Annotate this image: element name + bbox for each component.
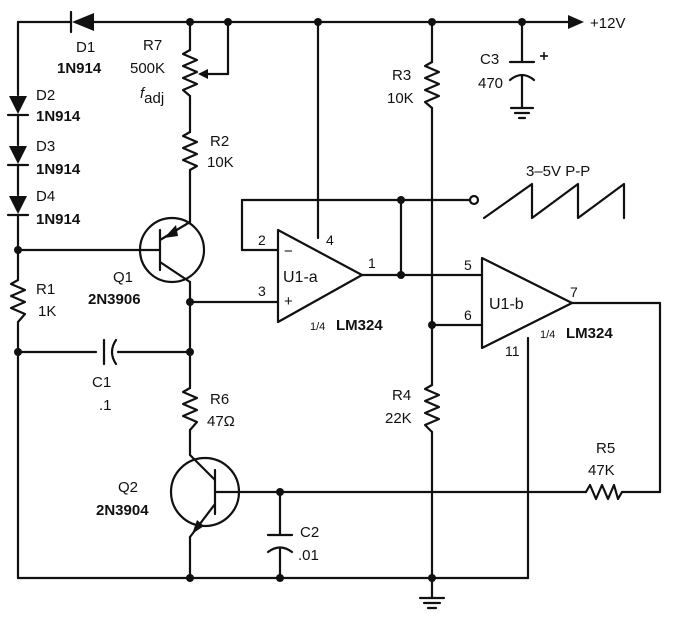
diode-d2 (6, 96, 30, 117)
resistor-r1 (9, 278, 27, 324)
d2-ref: D2 (36, 87, 55, 104)
capacitor-c3 (508, 52, 548, 82)
c3-ref: C3 (480, 51, 499, 68)
ground-main (418, 596, 446, 610)
capacitor-c2 (266, 533, 294, 554)
opamp-u1a (276, 228, 364, 324)
q2-part: 2N3904 (96, 502, 149, 519)
transistor-q1 (138, 216, 206, 284)
r3-value: 10K (387, 90, 414, 107)
u1a-pin-out: 1 (368, 255, 376, 271)
r7-note: fadj (140, 85, 164, 107)
output-terminal (468, 194, 480, 206)
diode-d1 (69, 10, 94, 34)
r7-value: 500K (130, 60, 165, 77)
u1b-part: LM324 (566, 325, 613, 342)
u1a-pin-noninv: 3 (258, 283, 266, 299)
d3-part: 1N914 (36, 161, 81, 178)
d3-ref: D3 (36, 138, 55, 155)
transistor-q2 (169, 453, 241, 539)
junctions (14, 18, 526, 582)
r1-value: 1K (38, 303, 56, 320)
u1a-pin-vcc: 4 (326, 232, 334, 248)
u1b-label: U1-b (489, 296, 524, 313)
u1b-fraction: 1/4 (540, 329, 555, 341)
d2-part: 1N914 (36, 108, 81, 125)
r7-note-sub: adj (144, 90, 164, 107)
u1a-part: LM324 (336, 317, 383, 334)
r1-ref: R1 (36, 281, 55, 298)
resistor-r2 (181, 130, 199, 172)
diode-d4 (6, 196, 30, 217)
c1-ref: C1 (92, 374, 111, 391)
resistor-r6 (181, 386, 199, 432)
r5-value: 47K (588, 462, 615, 479)
r2-ref: R2 (210, 133, 229, 150)
diode-d3 (6, 146, 30, 167)
r4-ref: R4 (392, 387, 411, 404)
u1a-pin-inv: 2 (258, 232, 266, 248)
r7-ref: R7 (143, 37, 162, 54)
u1b-pin-11: 11 (505, 343, 520, 359)
c2-value: .01 (298, 547, 319, 564)
resistor-r3 (423, 60, 441, 110)
resistor-r5 (584, 483, 624, 501)
q2-ref: Q2 (118, 479, 138, 496)
output-label: 3–5V P-P (526, 163, 590, 180)
r6-value: 47Ω (207, 413, 235, 430)
r4-value: 22K (385, 410, 412, 427)
u1b-pin-6: 6 (464, 307, 472, 323)
q1-ref: Q1 (113, 269, 133, 286)
opamp-u1b (480, 256, 574, 350)
u1a-plus: + (284, 293, 293, 310)
ground-c3 (509, 106, 535, 120)
sawtooth-waveform (482, 182, 626, 220)
u1a-minus: − (284, 243, 293, 260)
d4-ref: D4 (36, 188, 55, 205)
c3-value: 470 (478, 75, 503, 92)
c2-ref: C2 (300, 524, 319, 541)
u1a-label: U1-a (283, 269, 318, 286)
u1b-pin-7: 7 (570, 284, 578, 300)
q1-part: 2N3906 (88, 291, 141, 308)
d1-part: 1N914 (57, 60, 102, 77)
resistor-r4 (423, 383, 441, 434)
capacitor-c1 (102, 338, 118, 366)
wires (16, 20, 662, 600)
u1a-fraction: 1/4 (310, 321, 325, 333)
r2-value: 10K (207, 154, 234, 171)
c1-value: .1 (99, 397, 112, 414)
d1-ref: D1 (76, 39, 95, 56)
resistor-r7 (181, 48, 208, 98)
u1b-pin-5: 5 (464, 257, 472, 273)
supply-label: +12V (590, 15, 625, 32)
r6-ref: R6 (210, 391, 229, 408)
d4-part: 1N914 (36, 211, 81, 228)
r7-note-main: f (140, 85, 146, 102)
r3-ref: R3 (392, 67, 411, 84)
r5-ref: R5 (596, 440, 615, 457)
supply-arrow (568, 15, 584, 29)
